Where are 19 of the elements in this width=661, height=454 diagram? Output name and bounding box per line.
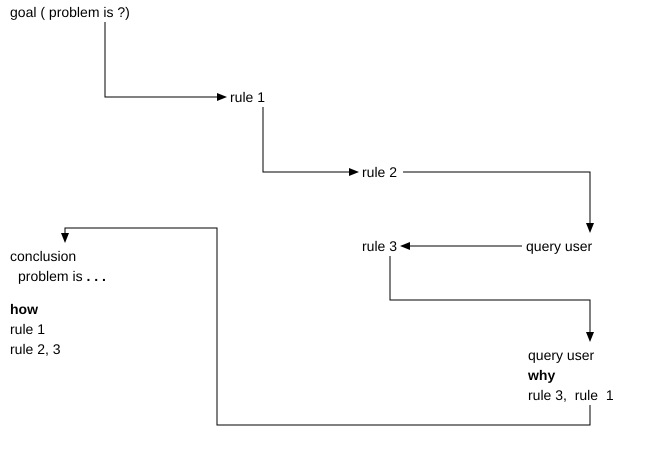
arrow (61, 228, 590, 426)
node-text: problem is . . . (18, 267, 106, 286)
node-text: conclusion (10, 247, 76, 266)
arrow (104, 22, 227, 101)
node-text: query user (528, 346, 594, 365)
node-text: why (528, 366, 556, 385)
node-text: rule 3, rule 1 (528, 386, 614, 405)
node-text: query user (526, 237, 592, 256)
arrow (262, 106, 359, 176)
node-text: rule 3 (362, 237, 398, 256)
node-text: goal ( problem is ?) (10, 3, 130, 22)
node-text: rule 1 (10, 320, 46, 339)
arrow (402, 172, 594, 233)
arrow (390, 256, 594, 342)
node-text: rule 1 (230, 88, 266, 107)
node-text: how (10, 300, 38, 319)
node-text: rule 2 (362, 163, 398, 182)
node-text: rule 2, 3 (10, 340, 61, 359)
arrow (400, 242, 522, 250)
